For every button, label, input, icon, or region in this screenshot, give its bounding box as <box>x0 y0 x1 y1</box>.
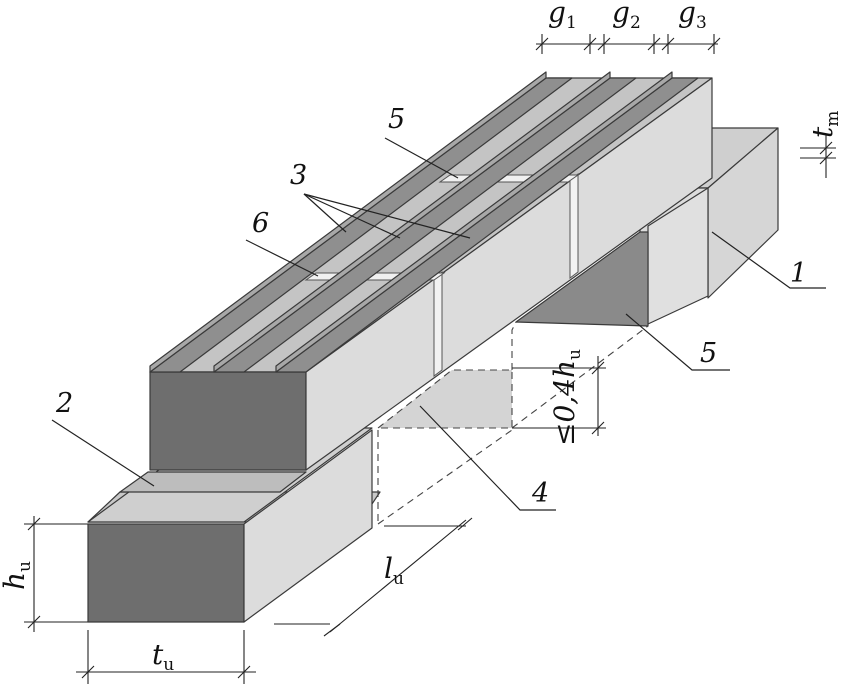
dim-label-overlap: ≤0,4hu <box>548 349 585 446</box>
dim-label-lu: lu <box>384 552 404 589</box>
callout-3: 3 <box>290 160 307 191</box>
dim-label-hu: hu <box>0 561 35 590</box>
bottom-course-side <box>243 429 373 623</box>
mortar-strip-3-side <box>275 71 673 373</box>
cutout-floor-line-2 <box>511 325 649 429</box>
dimension-lines <box>24 34 836 684</box>
cutout-outline <box>511 321 517 370</box>
dim-label-tu: tu <box>152 638 174 675</box>
overlap-cutout <box>376 369 513 429</box>
callout-5-right: 5 <box>700 338 717 369</box>
mortar-strip-1-side <box>149 71 547 373</box>
vertical-joint-1 <box>433 271 443 377</box>
bottom-course-front <box>87 523 245 623</box>
mortar-strips <box>149 71 699 373</box>
callout-labels: 5 3 6 1 5 2 4 <box>55 104 807 509</box>
cutout-floor-line <box>377 429 513 525</box>
dim-label-g2: g2 <box>612 0 641 33</box>
dim-label-g1: g1 <box>548 0 577 33</box>
dimension-labels: g1 g2 g3 tm hu tu lu ≤0,4hu <box>0 0 841 675</box>
mortar-strip-2-side <box>213 71 611 373</box>
top-course-front <box>149 371 307 471</box>
callout-4: 4 <box>531 478 549 509</box>
vertical-joint-2 <box>569 173 579 279</box>
dim-label-g3: g3 <box>678 0 707 33</box>
callout-1: 1 <box>790 258 807 289</box>
dim-label-tm: tm <box>806 111 841 138</box>
leader-lines <box>51 137 826 511</box>
vertical-joint-shaded <box>515 231 649 327</box>
callout-5-top: 5 <box>388 104 405 135</box>
bed-joint <box>119 471 307 493</box>
callout-6: 6 <box>252 208 269 239</box>
callout-2: 2 <box>55 388 73 419</box>
